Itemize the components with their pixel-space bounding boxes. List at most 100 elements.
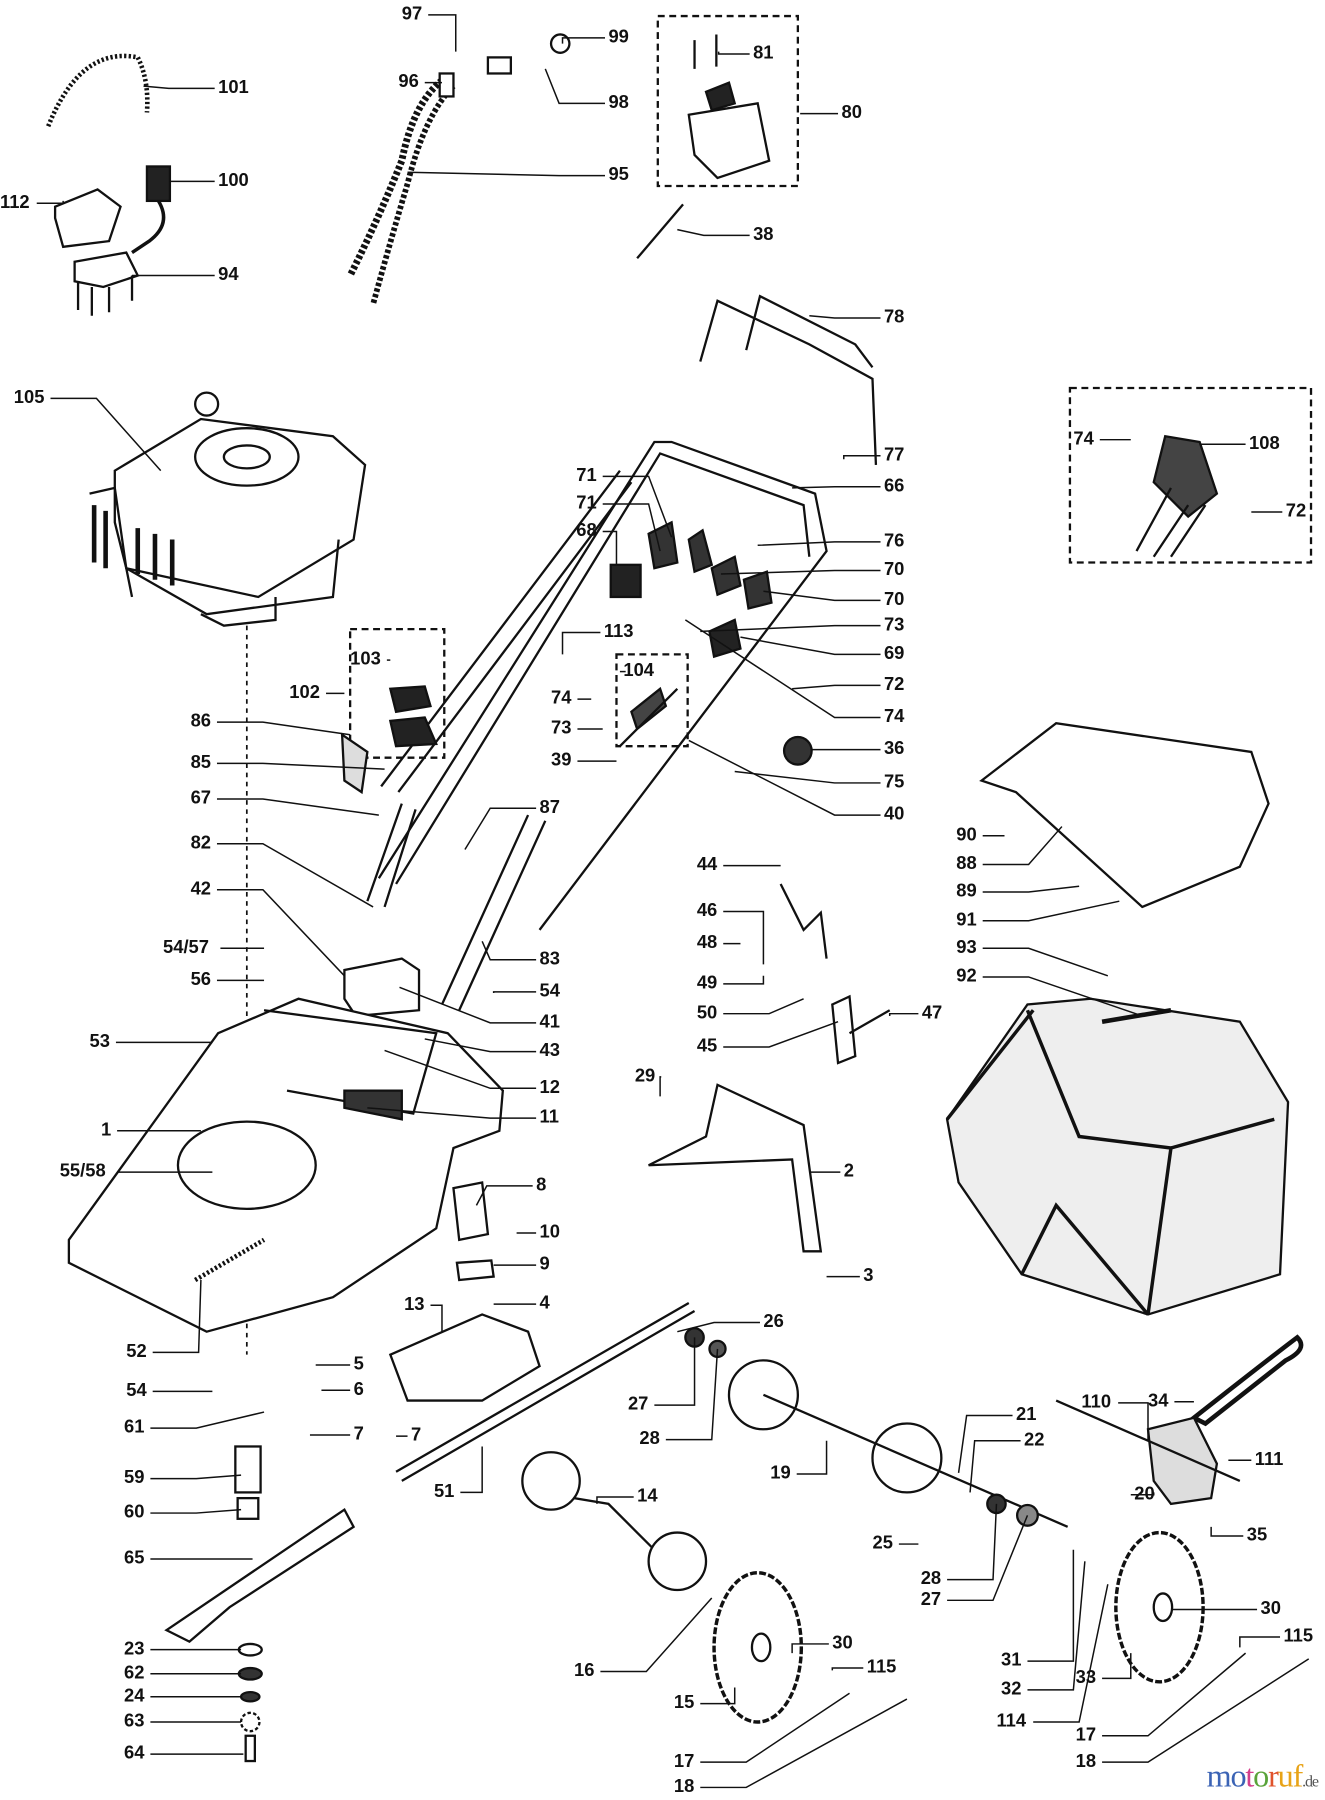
leader-line-93: [982, 947, 1109, 977]
watermark-suffix: .de: [1302, 1773, 1319, 1791]
leader-line-114: [1033, 1584, 1109, 1723]
callout-label-7: 7: [410, 1425, 422, 1446]
callout-label-112: 112: [0, 192, 30, 213]
chute-2: [648, 1083, 823, 1253]
callout-label-11: 11: [539, 1107, 559, 1128]
callout-label-35: 35: [1246, 1525, 1268, 1546]
callout-label-5: 5: [353, 1354, 364, 1375]
callout-label-76: 76: [883, 531, 905, 552]
leader-line-18: [1102, 1658, 1310, 1763]
callout-label-59: 59: [123, 1468, 145, 1488]
callout-label-1: 1: [101, 1120, 112, 1140]
callout-label-86: 86: [190, 711, 211, 732]
screw-81: [693, 34, 718, 69]
callout-label-108: 108: [1249, 433, 1280, 454]
callout-label-17: 17: [1075, 1725, 1097, 1745]
callout-label-25: 25: [872, 1533, 893, 1554]
callout-label-49: 49: [696, 973, 718, 994]
callout-label-89: 89: [956, 881, 977, 902]
leader-line-42: [216, 888, 345, 977]
wheel-15-hub: [750, 1632, 772, 1663]
callout-label-95: 95: [608, 165, 629, 185]
callout-label-91: 91: [956, 910, 977, 930]
engine-105: [113, 417, 367, 599]
cable-95b: [370, 84, 456, 305]
callout-label-48: 48: [696, 933, 718, 953]
oil-cap: [194, 391, 220, 417]
plate-13: [388, 1313, 541, 1402]
callout-label-7: 7: [353, 1424, 364, 1445]
knob-36: [782, 735, 813, 766]
leader-line-59: [150, 1474, 242, 1480]
callout-label-61: 61: [123, 1417, 145, 1438]
callout-label-64: 64: [123, 1743, 145, 1764]
callout-label-81: 81: [753, 43, 774, 64]
callout-label-30: 30: [832, 1633, 853, 1654]
leader-line-69: [740, 636, 881, 656]
callout-label-2: 2: [843, 1161, 855, 1182]
callout-label-111: 111: [1254, 1449, 1284, 1470]
leader-line-13: [430, 1304, 443, 1332]
leader-line-26: [677, 1321, 760, 1333]
callout-label-19: 19: [770, 1463, 791, 1484]
callout-label-6: 6: [353, 1379, 364, 1400]
leader-line-85: [216, 762, 385, 770]
leader-line-22: [969, 1439, 1021, 1493]
leader-line-51: [460, 1446, 483, 1494]
leader-line-99: [561, 37, 605, 44]
callout-label-72: 72: [1285, 501, 1307, 522]
leader-line-91: [982, 900, 1120, 922]
leader-line-12: [384, 1049, 537, 1090]
brush-11: [343, 1089, 403, 1121]
tube-82: [366, 803, 417, 908]
callout-label-20: 20: [1134, 1484, 1155, 1504]
callout-label-90: 90: [956, 825, 977, 845]
callout-label-101: 101: [218, 78, 249, 98]
callout-label-30: 30: [1260, 1599, 1281, 1619]
leader-line-70: [763, 590, 881, 602]
handle-92: [1101, 1007, 1172, 1024]
callout-label-9: 9: [539, 1254, 550, 1275]
leader-line-70: [720, 569, 881, 575]
callout-label-77: 77: [883, 445, 905, 465]
leader-line-52: [152, 1279, 202, 1354]
cover-112: [53, 188, 122, 249]
callout-label-71: 71: [576, 493, 597, 514]
bracket-8: [452, 1181, 490, 1242]
callout-label-38: 38: [753, 225, 774, 245]
callout-label-74: 74: [1073, 429, 1094, 449]
leader-line-82: [216, 843, 374, 908]
lever-108: [1135, 434, 1219, 558]
connector-98: [486, 56, 513, 75]
callout-label-29: 29: [634, 1066, 656, 1087]
leader-line-115: [831, 1667, 864, 1671]
callout-label-82: 82: [190, 833, 211, 853]
leader-line-92: [982, 976, 1143, 1017]
engine-block: [89, 486, 340, 627]
callout-label-105: 105: [13, 388, 45, 408]
leader-line-17: [700, 1692, 850, 1763]
callout-label-15: 15: [673, 1693, 695, 1713]
callout-label-40: 40: [883, 804, 905, 825]
spring-52: [194, 1237, 266, 1283]
callout-label-115: 115: [1283, 1626, 1314, 1647]
leader-line-43: [424, 1038, 537, 1053]
leader-line-49: [723, 975, 765, 985]
cable-101: [46, 53, 150, 128]
callout-label-53: 53: [89, 1032, 110, 1052]
callout-label-34: 34: [1148, 1391, 1169, 1411]
switch-103: [388, 685, 438, 748]
callout-label-67: 67: [190, 788, 211, 809]
leader-line-28: [665, 1348, 719, 1441]
callout-label-18: 18: [1075, 1751, 1097, 1772]
washer-62: [237, 1666, 263, 1681]
callout-label-103: 103: [350, 649, 381, 670]
leader-line-86: [216, 721, 351, 736]
star-63: [239, 1711, 261, 1733]
callout-label-52: 52: [126, 1342, 147, 1362]
callout-label-115: 115: [866, 1657, 897, 1678]
callout-label-12: 12: [539, 1077, 560, 1098]
switch-box-94: [73, 251, 140, 316]
callout-label-17: 17: [673, 1751, 695, 1772]
